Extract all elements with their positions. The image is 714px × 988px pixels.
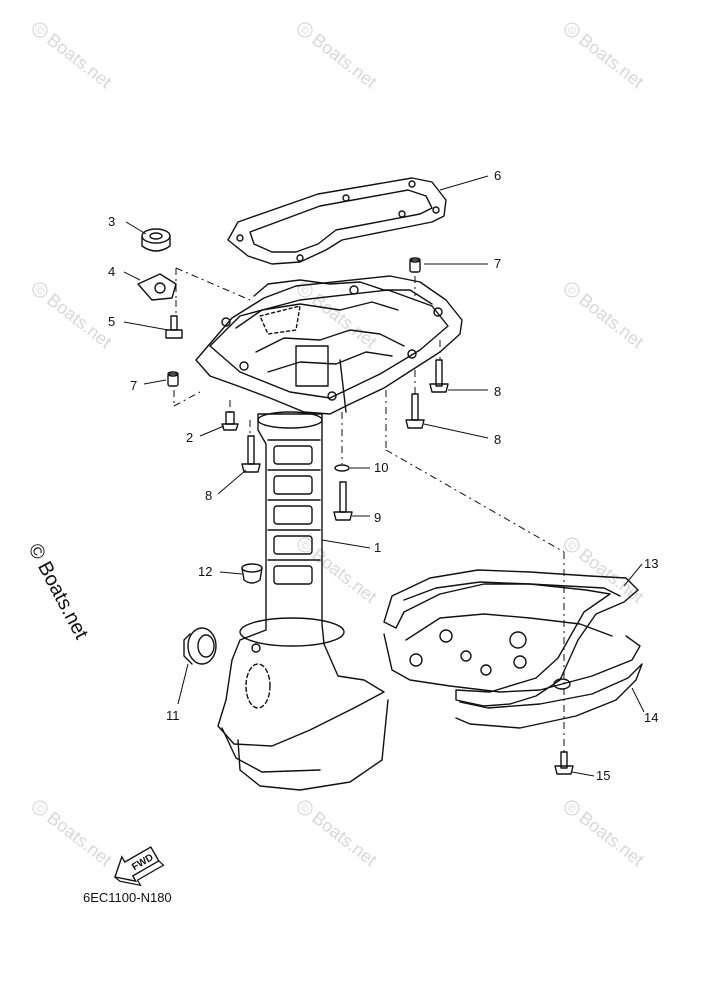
bolt-9: [333, 481, 353, 521]
watermark: © Boats.net: [297, 537, 381, 608]
leader-lines: [123, 175, 645, 777]
callout-8-upper-right: 8: [494, 384, 501, 399]
exhaust-gasket: [227, 177, 447, 265]
callout-13: 13: [644, 556, 658, 571]
svg-text:Boats.net: Boats.net: [308, 808, 380, 871]
watermark: © Boats.net: [297, 282, 381, 353]
callout-9: 9: [374, 510, 381, 525]
bolt-8-lower-right: [405, 393, 425, 429]
svg-text:Boats.net: Boats.net: [575, 30, 647, 93]
svg-text:Boats.net: Boats.net: [308, 290, 380, 353]
callout-15: 15: [596, 768, 610, 783]
callout-11: 11: [166, 708, 180, 723]
watermark: © Boats.net: [32, 800, 116, 871]
bolt-5: [165, 315, 183, 339]
callout-14: 14: [644, 710, 658, 725]
exhaust-guide-plate: [195, 275, 463, 415]
watermark: © Boats.net: [564, 800, 648, 871]
watermark: © Boats.net: [564, 537, 648, 607]
bolt-8-left: [241, 435, 261, 473]
side-watermark: © Boats.net: [24, 540, 93, 643]
assembly-lines: [173, 267, 565, 752]
forward-arrow-icon: FWD: [114, 846, 165, 887]
bottom-cowling-seal: [383, 569, 643, 729]
upper-casing: [217, 411, 389, 791]
watermark: © Boats.net: [297, 800, 381, 871]
svg-text:Boats.net: Boats.net: [43, 290, 115, 353]
callout-3: 3: [108, 214, 115, 229]
watermark: © Boats.net: [297, 22, 381, 93]
callout-12: 12: [198, 564, 212, 579]
grommet: [141, 228, 171, 252]
callout-7-right: 7: [494, 256, 501, 271]
watermark-layer: © Boats.net © Boats.net © Boats.net © Bo…: [32, 22, 648, 871]
svg-text:Boats.net: Boats.net: [575, 290, 647, 353]
callout-4: 4: [108, 264, 115, 279]
svg-text:Boats.net: Boats.net: [308, 30, 380, 93]
callout-10: 10: [374, 460, 388, 475]
svg-text:Boats.net: Boats.net: [43, 808, 115, 871]
cable-grommet: [183, 627, 217, 665]
dowel-pin-upper: [409, 257, 421, 273]
callout-labels: 3 4 5 7 2 8 6 7 8 8 10 9 1 12 11 13 14 1…: [108, 168, 658, 783]
washer: [334, 464, 350, 472]
bolt-15: [554, 751, 574, 775]
svg-text:Boats.net: Boats.net: [575, 808, 647, 871]
callout-8-lower-right: 8: [494, 432, 501, 447]
bolt-8-upper-right: [429, 359, 449, 393]
diagram-code: 6EC1100-N180: [83, 890, 172, 905]
callout-6: 6: [494, 168, 501, 183]
svg-text:Boats.net: Boats.net: [43, 30, 115, 93]
callout-5: 5: [108, 314, 115, 329]
grease-nipple: [221, 411, 239, 431]
callout-2: 2: [186, 430, 193, 445]
callout-1: 1: [374, 540, 381, 555]
callout-8-left: 8: [205, 488, 212, 503]
drain-plug: [241, 563, 263, 584]
svg-text:Boats.net: Boats.net: [308, 545, 380, 608]
watermark: © Boats.net: [564, 22, 648, 93]
small-gasket: [137, 273, 177, 301]
watermark: © Boats.net: [32, 22, 116, 93]
watermark: © Boats.net: [32, 282, 116, 353]
dowel-pin-lower: [167, 371, 179, 387]
watermark: © Boats.net: [564, 282, 648, 353]
callout-7-left: 7: [130, 378, 137, 393]
